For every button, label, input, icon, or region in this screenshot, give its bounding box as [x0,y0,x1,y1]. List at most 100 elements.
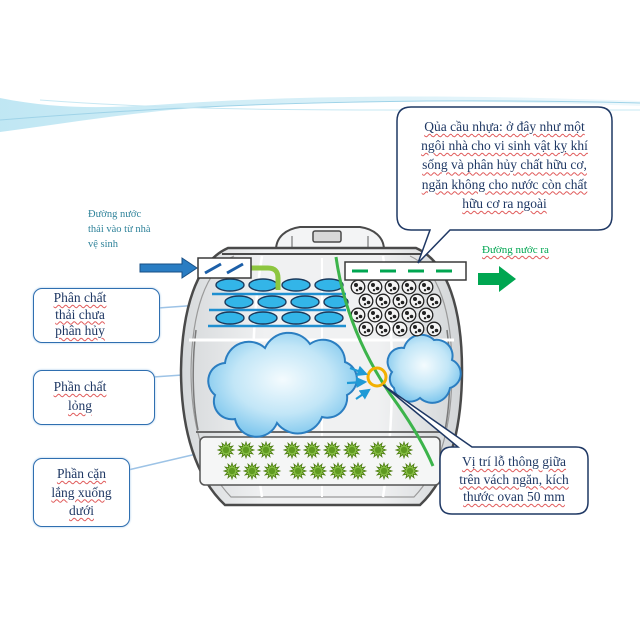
plastic-ball [384,279,400,295]
sludge-blob [314,278,344,292]
ball-callout-line: hữu cơ ra ngoài [462,195,547,211]
zone-label-liquid: Phần chất lỏng [33,377,127,415]
outlet-arrow [478,266,516,292]
sediment-ball [374,461,394,481]
ball-callout-line: ngôi nhà cho vi sinh vật kỵ khí [421,138,588,154]
zone-label-sediment: Phần cặn lắng xuống dưới [33,465,130,521]
sludge-blob [314,311,344,325]
plastic-ball [358,293,374,309]
ball-callout-line: Qủa cầu nhựa: ở đây như một [424,119,585,134]
inlet-label: Đường nước thải vào từ nhà vệ sinh [88,207,151,252]
inlet-label-line: vệ sinh [88,239,119,250]
sludge-layer [208,278,349,328]
ball-callout-line: sống và phân hủy chất hữu cơ, [422,157,587,173]
plastic-ball [384,307,400,323]
sediment-ball [302,440,322,460]
sediment-ball [322,440,342,460]
plastic-ball [358,321,374,337]
flow-arrow [349,365,369,377]
outlet-pipe-box [344,261,467,281]
sediment-ball [394,440,414,460]
inlet-pipe [250,265,281,290]
plastic-ball [426,321,442,337]
sediment-ball [256,440,276,460]
plastic-ball [409,321,425,337]
plastic-ball [426,293,442,309]
inlet-label-line: Đường nước [88,209,142,220]
sludge-blob [281,278,311,292]
plastic-ball [367,279,383,295]
zone-label-line: Phần chất [53,379,107,394]
partition-wall [334,256,435,467]
plastic-ball [350,279,366,295]
sludge-blob [224,295,254,309]
plastic-ball [392,321,408,337]
sediment-ball [348,461,368,481]
sediment-ball [222,461,242,481]
sediment-ball [400,461,420,481]
sediment-ball [216,440,236,460]
vent-callout-text: Vị trí lỗ thông giữa trên vách ngăn, kíc… [440,453,588,506]
sediment-balls [216,440,420,481]
vent-callout-bubble [382,384,589,515]
zone-label-line: thải chưa [55,306,105,322]
sludge-blob [281,311,311,325]
flow-arrows [346,365,371,400]
sludge-blob [323,295,349,309]
zone-label-line: lỏng [67,398,92,413]
connector-zone-3 [127,451,206,471]
sediment-ball [282,440,302,460]
sediment-ball [242,461,262,481]
sludge-blob [248,311,278,325]
zone-label-line: Phân chất [53,290,107,305]
inlet-assembly [139,257,281,290]
vent-hole-marker [366,366,388,388]
tank-lid-cap [312,230,342,243]
zone-label-line: Phần cặn [56,466,107,481]
plastic-ball [392,293,408,309]
plastic-ball [409,293,425,309]
inlet-pipe-dash [226,262,244,275]
zone-box-sludge [33,288,160,343]
sludge-blob [215,311,245,325]
sediment-ball [368,440,388,460]
ball-callout-text: Qủa cầu nhựa: ở đây như một ngôi nhà cho… [397,117,612,213]
outlet-assembly [344,261,516,292]
sediment-ball [262,461,282,481]
sludge-blob [215,278,245,292]
vent-callout-line: thước ovan 50 mm [463,489,565,504]
zone-label-sludge: Phân chất thải chưa phân hủy [33,290,127,340]
sludge-blob [248,278,278,292]
plastic-ball [418,279,434,295]
sediment-ball [288,461,308,481]
outlet-label-text: Đường nước ra [482,244,549,256]
flow-arrow [355,388,371,400]
flow-arrow [346,376,368,388]
sediment-ball [236,440,256,460]
ball-callout-line: ngăn không cho nước còn chất [421,176,588,192]
plastic-ball [418,307,434,323]
inlet-arrow [139,257,198,279]
sediment-ball [328,461,348,481]
inlet-label-line: thải vào từ nhà [88,224,151,235]
zone-label-line: lắng xuống [51,484,112,500]
plastic-ball [375,293,391,309]
outlet-label: Đường nước ra [482,243,549,258]
zone-label-line: dưới [69,503,94,518]
vent-callout-line: trên vách ngăn, kích [459,471,569,487]
sludge-blob [290,295,320,309]
ball-callout-bubble [396,106,613,264]
plastic-ball [375,321,391,337]
inlet-pipe-box [197,257,252,279]
zone-label-line: phân hủy [55,323,105,338]
plastic-ball [401,307,417,323]
zone-box-liquid [33,370,155,425]
sediment-ball [308,461,328,481]
vent-callout-line: Vị trí lỗ thông giữa [461,454,567,469]
plastic-ball [367,307,383,323]
sediment-ball [342,440,362,460]
inlet-pipe-dash [204,262,222,275]
zone-box-sediment [33,458,130,527]
